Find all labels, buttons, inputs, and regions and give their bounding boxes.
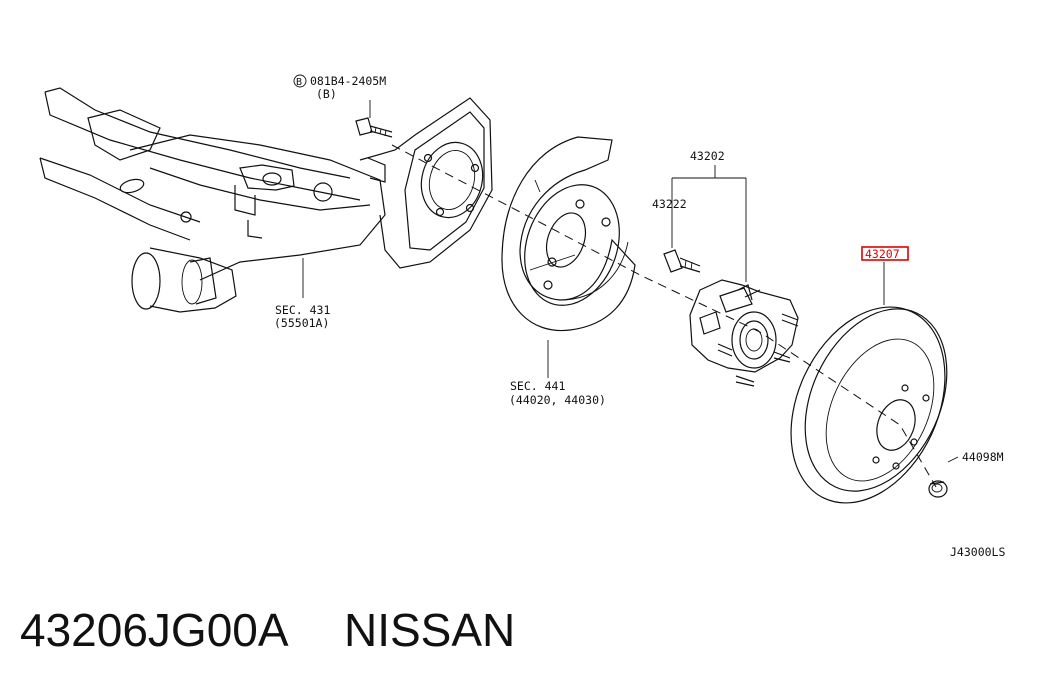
drawing-code: J43000LS	[950, 545, 1005, 559]
caption-part-number: 43206JG00A	[20, 604, 289, 656]
cap-44098m	[928, 480, 948, 498]
leader-44098m	[947, 456, 959, 463]
label-sec431: SEC. 431	[275, 303, 330, 317]
label-bolt-qty: (B)	[316, 87, 337, 101]
hub-bolt-43222	[663, 249, 701, 273]
bolt-b-symbol: B	[293, 74, 307, 88]
leader-43202	[671, 165, 747, 282]
label-sec441-parts: (44020, 44030)	[509, 393, 606, 407]
rear-axle-beam	[39, 87, 493, 313]
hub-bearing-assembly-43202	[689, 279, 799, 387]
label-081b4-2405m: 081B4-2405M	[310, 74, 386, 88]
flange-bolt-081b4	[355, 117, 393, 138]
brake-rotor-43207	[790, 306, 948, 504]
label-43202: 43202	[690, 149, 725, 163]
label-sec441: SEC. 441	[510, 379, 565, 393]
label-44098m: 44098M	[962, 450, 1004, 464]
bolt-b-symbol-text: B	[296, 77, 302, 88]
highlight-box-43207	[861, 246, 909, 261]
label-43207: 43207	[865, 247, 900, 261]
dust-shield-backing-plate	[501, 136, 636, 332]
label-sec431-parts: (55501A)	[274, 316, 329, 330]
label-43222: 43222	[652, 197, 687, 211]
caption-brand: NISSAN	[344, 604, 515, 656]
